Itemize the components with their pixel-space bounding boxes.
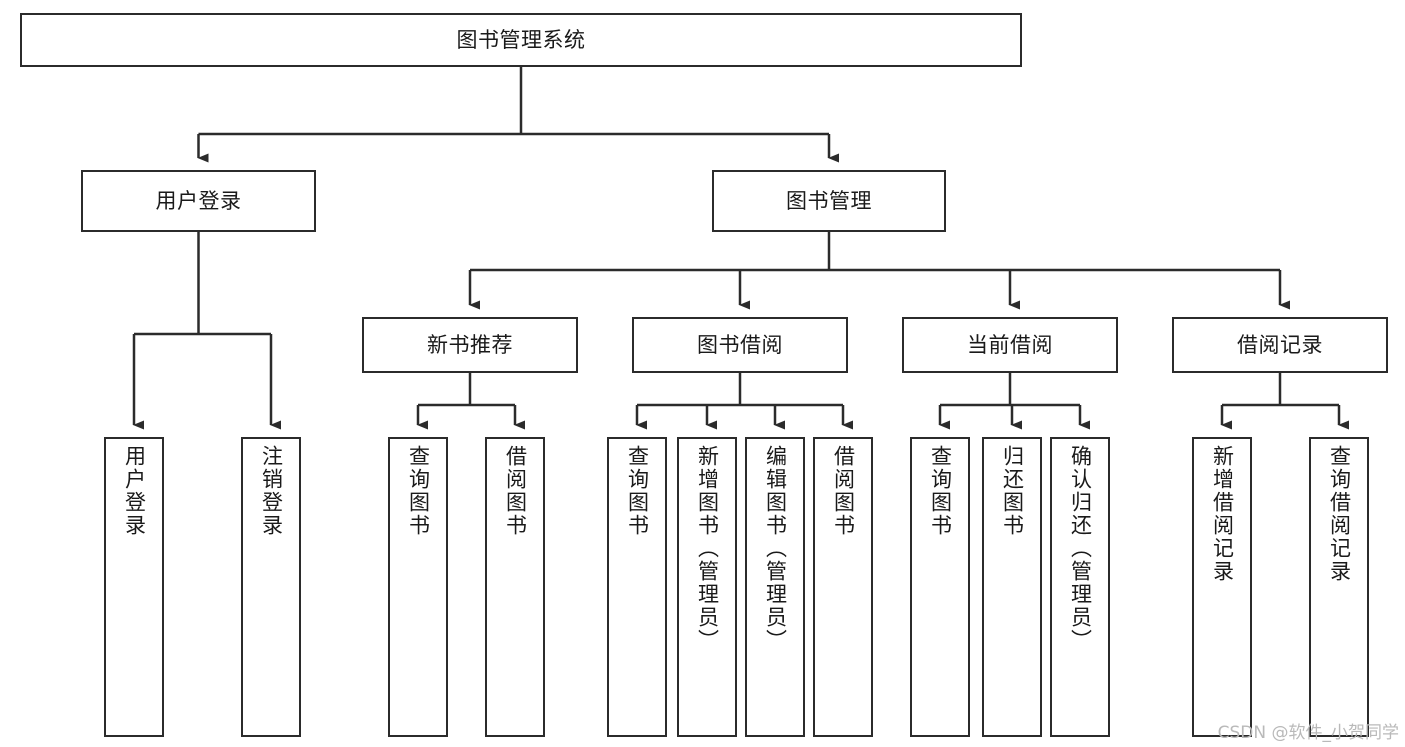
node-n-borrow[interactable]: 借阅图书 — [485, 437, 545, 737]
node-label: 用户登录 — [155, 188, 242, 213]
node-label: 查询借阅记录 — [1327, 445, 1352, 583]
node-label: 借阅图书 — [831, 445, 856, 537]
node-newrec[interactable]: 新书推荐 — [362, 317, 578, 373]
node-label: 当前借阅 — [967, 332, 1053, 357]
node-c-return[interactable]: 归还图书 — [982, 437, 1042, 737]
node-label: 用户登录 — [122, 445, 147, 537]
node-label: 查询图书 — [625, 445, 650, 537]
node-label: 编辑图书（管理员） — [763, 445, 788, 652]
node-records[interactable]: 借阅记录 — [1172, 317, 1388, 373]
node-label: 借阅记录 — [1237, 332, 1323, 357]
node-root[interactable]: 图书管理系统 — [20, 13, 1022, 67]
node-c-confirm[interactable]: 确认归还（管理员） — [1050, 437, 1110, 737]
node-r-query[interactable]: 查询借阅记录 — [1309, 437, 1369, 737]
node-label: 查询图书 — [928, 445, 953, 537]
node-login[interactable]: 用户登录 — [81, 170, 316, 232]
node-label: 确认归还（管理员） — [1068, 445, 1093, 652]
node-b-query[interactable]: 查询图书 — [607, 437, 667, 737]
node-r-add[interactable]: 新增借阅记录 — [1192, 437, 1252, 737]
node-l-logout[interactable]: 注销登录 — [241, 437, 301, 737]
node-bookmgmt[interactable]: 图书管理 — [712, 170, 946, 232]
node-label: 新增图书（管理员） — [695, 445, 720, 652]
node-n-query[interactable]: 查询图书 — [388, 437, 448, 737]
node-label: 新增借阅记录 — [1210, 445, 1235, 583]
node-label: 归还图书 — [1000, 445, 1025, 537]
node-label: 注销登录 — [259, 445, 284, 537]
csdn-watermark: CSDN @软件_小贺同学 — [1217, 723, 1399, 743]
node-label: 图书借阅 — [697, 332, 783, 357]
node-label: 借阅图书 — [503, 445, 528, 537]
node-current[interactable]: 当前借阅 — [902, 317, 1118, 373]
node-l-login[interactable]: 用户登录 — [104, 437, 164, 737]
node-label: 图书管理系统 — [456, 27, 586, 52]
node-c-query[interactable]: 查询图书 — [910, 437, 970, 737]
node-b-add[interactable]: 新增图书（管理员） — [677, 437, 737, 737]
node-label: 查询图书 — [406, 445, 431, 537]
node-borrow[interactable]: 图书借阅 — [632, 317, 848, 373]
node-label: 图书管理 — [786, 188, 872, 213]
node-b-edit[interactable]: 编辑图书（管理员） — [745, 437, 805, 737]
node-b-borrow[interactable]: 借阅图书 — [813, 437, 873, 737]
node-label: 新书推荐 — [427, 332, 513, 357]
